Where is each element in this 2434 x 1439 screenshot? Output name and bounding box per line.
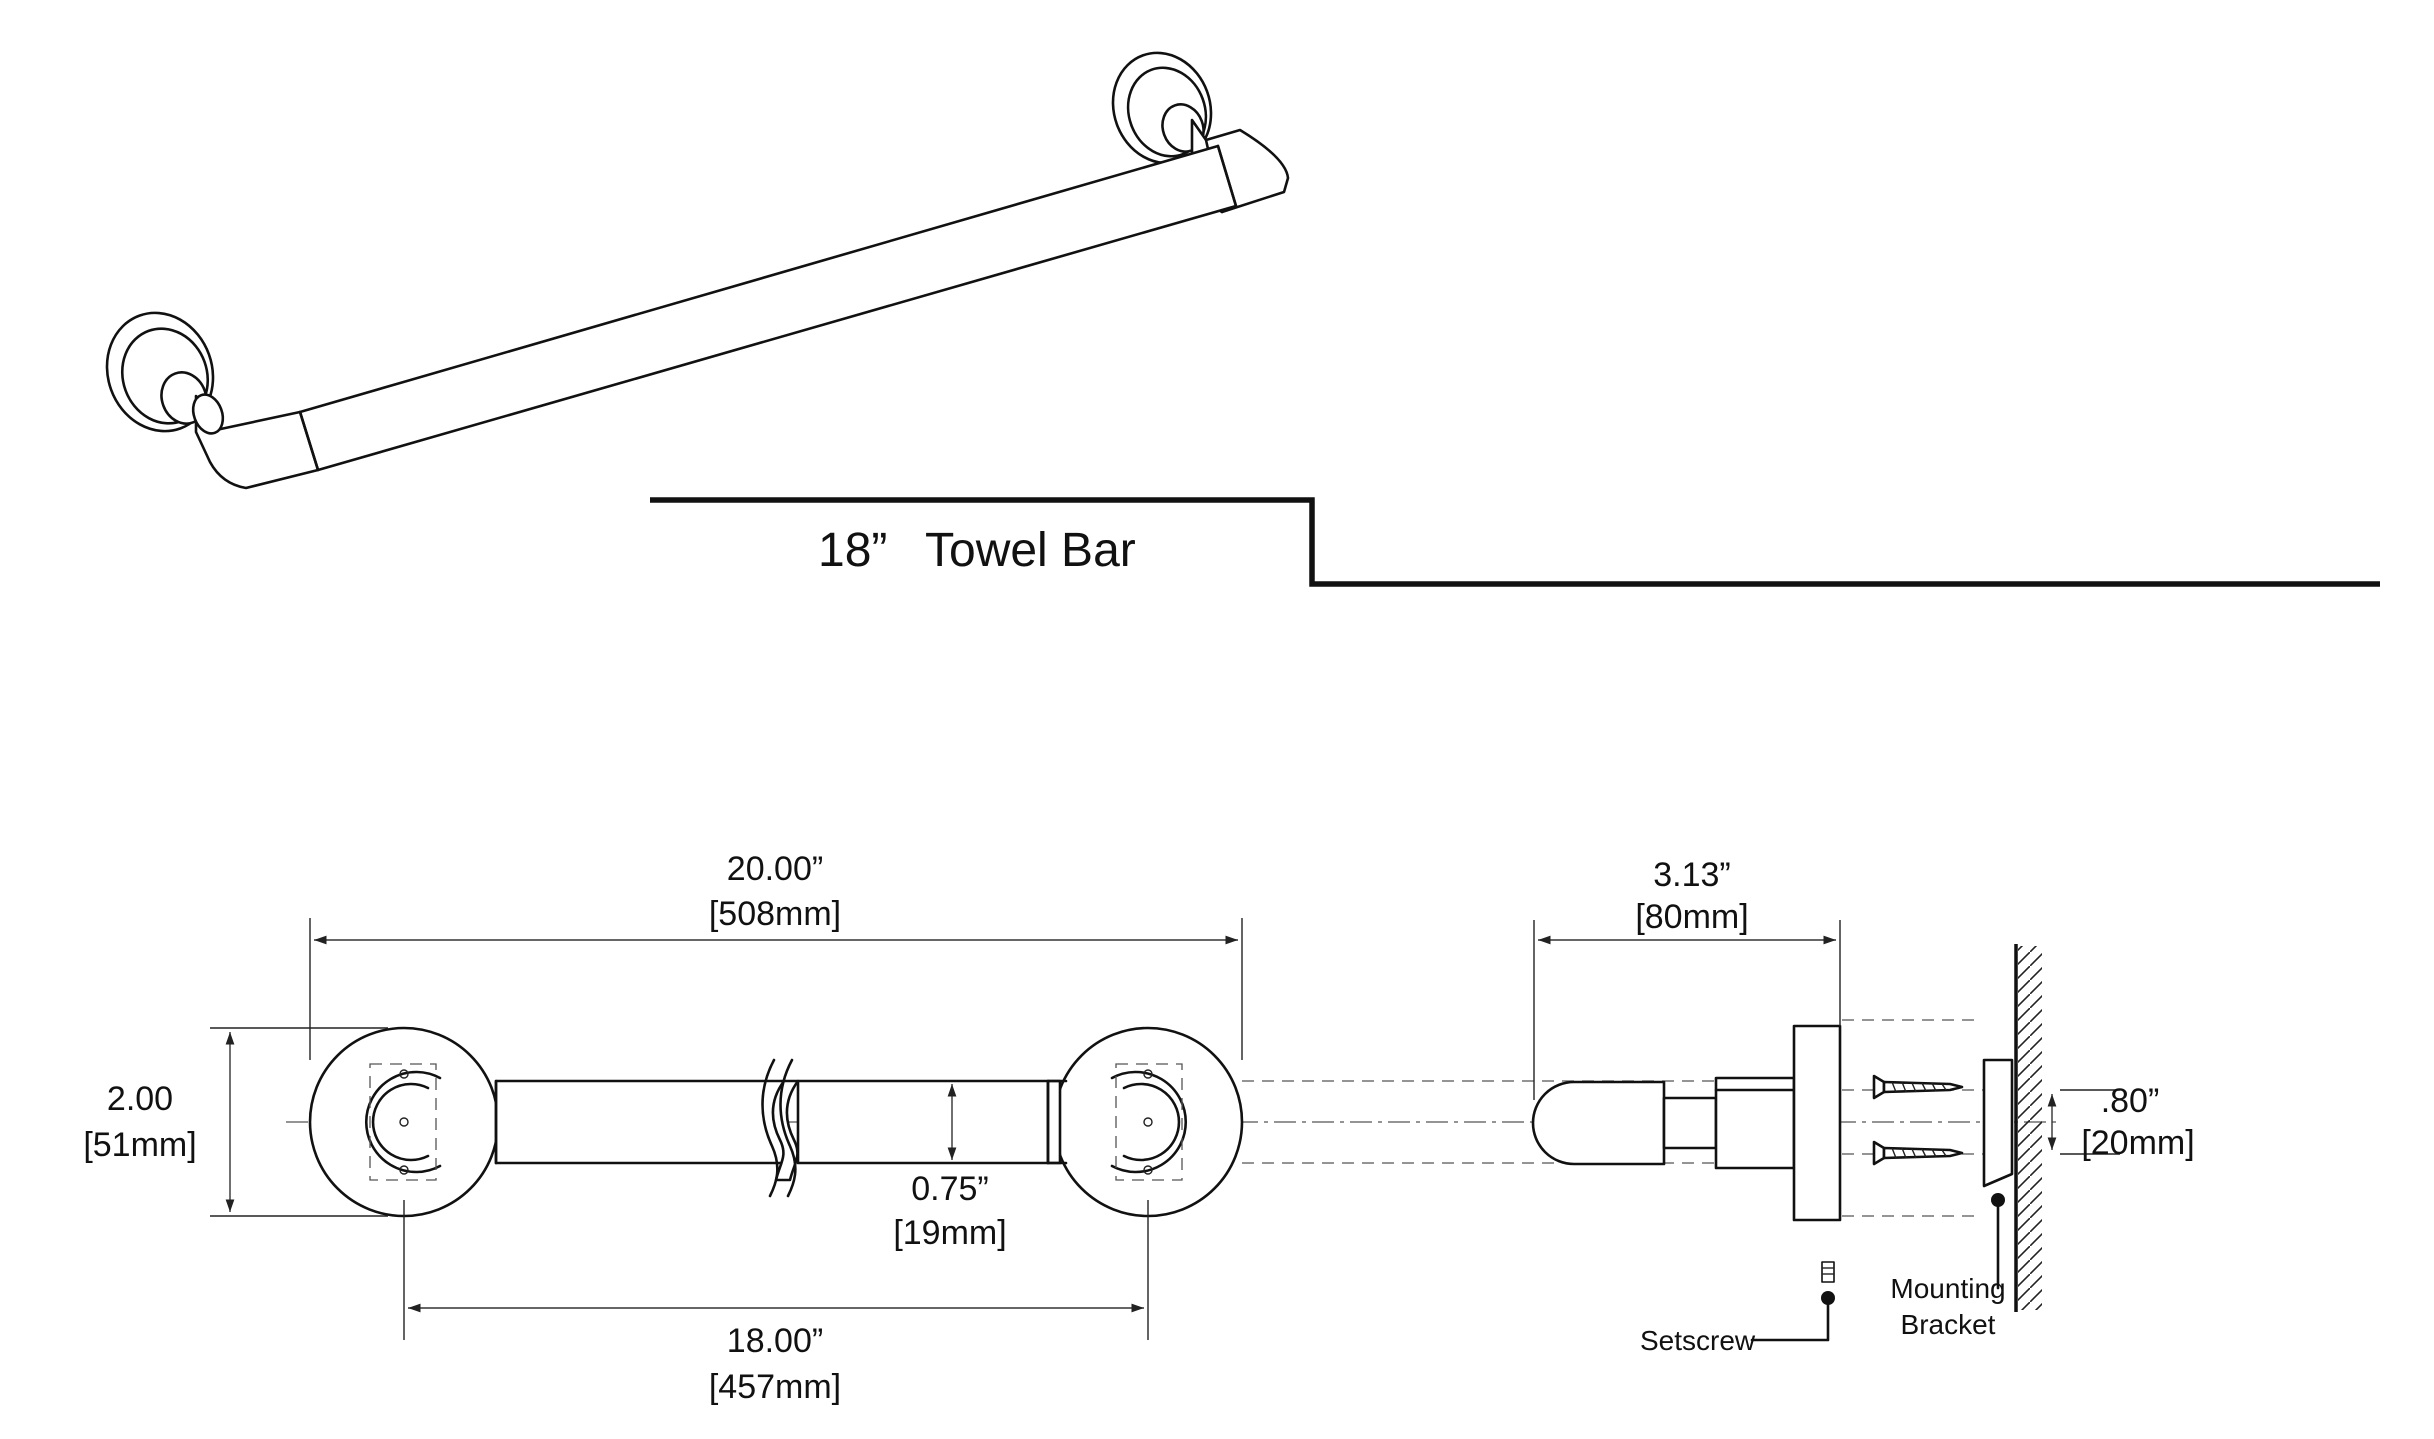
side-neck [1662, 1096, 1718, 1150]
dim-projection-mm: [80mm] [1635, 898, 1748, 936]
setscrew [1750, 1261, 1835, 1342]
side-view: 3.13” [80mm] .80” [20mm] Setscrew Mounti… [1242, 856, 2195, 1356]
dim-flange-height-mm: [51mm] [83, 1126, 196, 1164]
dim-bar-diameter-in: 0.75” [911, 1170, 989, 1208]
iso-bar [298, 144, 1238, 472]
isometric-view [105, 51, 1290, 490]
screw-top [1872, 1074, 1964, 1100]
dim-overall-width-mm: [508mm] [709, 895, 841, 933]
title-block: 18” Towel Bar [650, 497, 2380, 587]
dim-flange-height-in: 2.00 [107, 1080, 173, 1118]
dim-bracket-spacing-in: .80” [2101, 1082, 2160, 1120]
dim-bar-diameter-mm: [19mm] [893, 1214, 1006, 1252]
title-size: 18” [818, 524, 887, 577]
dim-centers-mm: [457mm] [709, 1368, 841, 1406]
mounting-bracket [1982, 1058, 2014, 1188]
side-collar [1714, 1076, 1796, 1170]
iso-right-flange [1111, 51, 1213, 165]
dim-centers-in: 18.00” [727, 1322, 823, 1360]
title-name: Towel Bar [925, 524, 1136, 577]
dim-overall-width-in: 20.00” [727, 850, 823, 888]
side-flange [1792, 1024, 1842, 1222]
screw-bottom [1872, 1140, 1964, 1166]
dim-projection-in: 3.13” [1653, 856, 1731, 894]
front-view: 20.00” [508mm] 18.00” [457mm] 2.00 [51mm… [83, 850, 1530, 1406]
dim-bracket-spacing-mm: [20mm] [2081, 1124, 2194, 1162]
front-left-flange [308, 1026, 500, 1218]
front-right-flange [1052, 1026, 1244, 1218]
front-bar-right [796, 1079, 1050, 1165]
bracket-label-line1: Mounting [1890, 1273, 2005, 1304]
bracket-label-line2: Bracket [1901, 1309, 1996, 1340]
side-bar-end [1531, 1080, 1666, 1166]
front-bar-left [494, 1079, 786, 1165]
setscrew-label: Setscrew [1640, 1325, 1756, 1356]
wall-hatch [2018, 946, 2042, 1310]
